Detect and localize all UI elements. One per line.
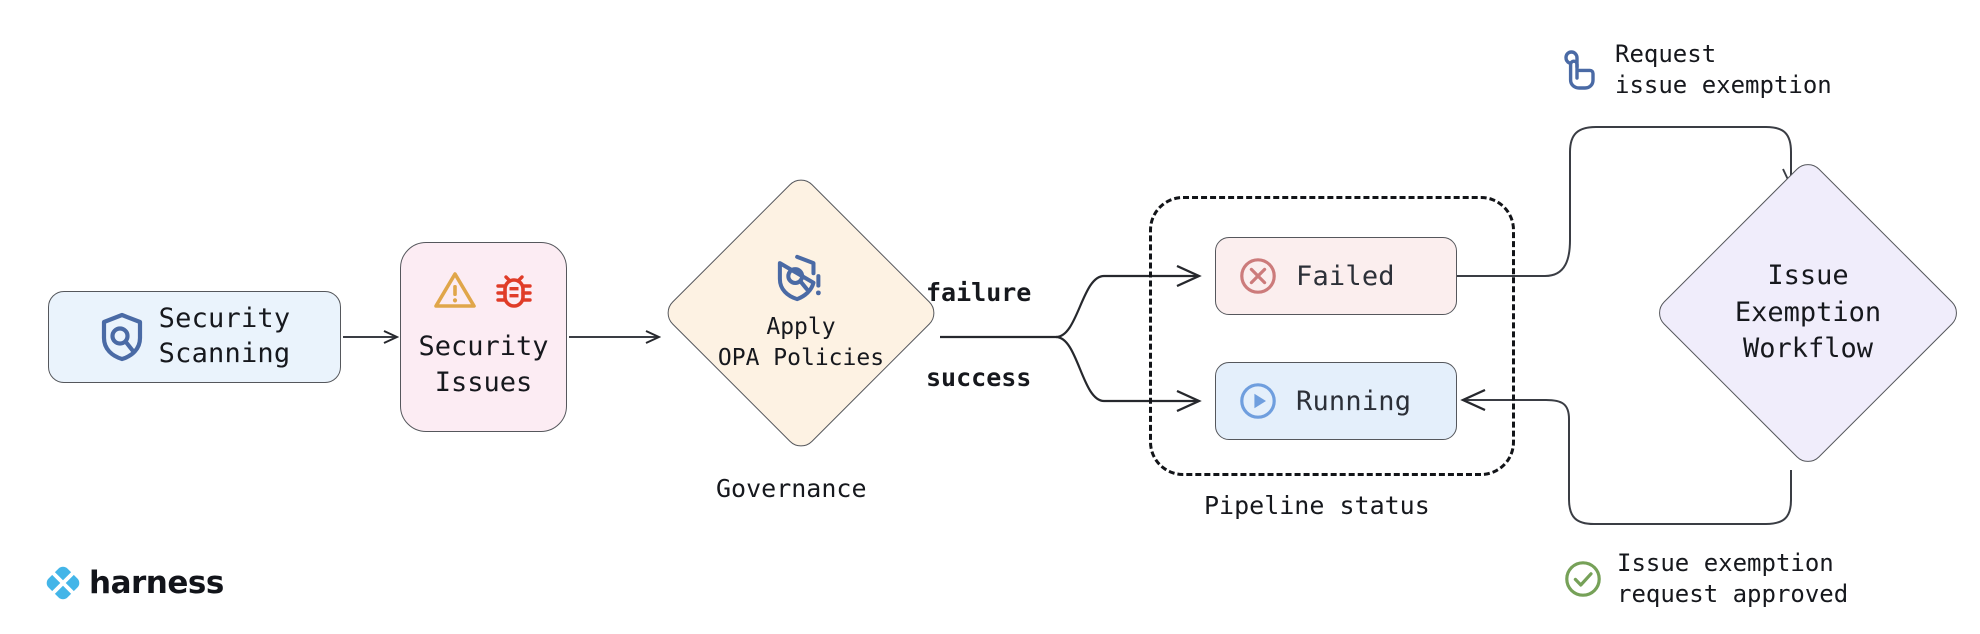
shield-search-alert-icon xyxy=(777,255,821,302)
node-label: Running xyxy=(1296,385,1412,417)
node-label: Apply OPA Policies xyxy=(717,314,885,371)
issue-icon-row xyxy=(433,269,535,311)
error-circle-x-icon xyxy=(1240,258,1276,294)
harness-brand: harness xyxy=(46,565,224,601)
annotation-request-exemption: Request issue exemption xyxy=(1563,39,1832,100)
diamond-content: Issue Exemption Workflow xyxy=(1654,159,1962,467)
warning-triangle-icon xyxy=(433,272,476,308)
node-security-issues[interactable]: Security Issues xyxy=(400,242,567,432)
pipeline-status-caption: Pipeline status xyxy=(1204,491,1430,520)
node-issue-exemption-workflow[interactable]: Issue Exemption Workflow xyxy=(1652,157,1964,469)
node-label: Failed xyxy=(1296,260,1395,292)
edge-label-failure: failure xyxy=(926,278,1032,307)
check-circle-icon xyxy=(1565,560,1601,597)
shield-search-icon xyxy=(101,312,142,362)
annotation-text: Request issue exemption xyxy=(1615,40,1832,99)
node-label: Security Scanning xyxy=(158,303,291,369)
bug-icon xyxy=(495,275,532,308)
tap-hand-icon xyxy=(1564,50,1595,90)
harness-logo-icon xyxy=(46,566,80,600)
play-circle-icon xyxy=(1240,383,1276,419)
node-label: Security Issues xyxy=(418,331,549,398)
annotation-text: Issue exemption request approved xyxy=(1617,549,1849,608)
governance-caption: Governance xyxy=(716,474,867,503)
harness-wordmark: harness xyxy=(89,565,224,601)
node-security-scanning[interactable]: Security Scanning xyxy=(48,291,341,383)
node-status-failed[interactable]: Failed xyxy=(1215,237,1457,315)
annotation-request-approved: Issue exemption request approved xyxy=(1563,548,1848,609)
node-status-running[interactable]: Running xyxy=(1215,362,1457,440)
edge-label-success: success xyxy=(926,363,1032,392)
diamond-content: Apply OPA Policies xyxy=(662,174,940,452)
node-label: Issue Exemption Workflow xyxy=(1734,259,1882,365)
node-apply-opa-policies[interactable]: Apply OPA Policies xyxy=(660,172,942,454)
